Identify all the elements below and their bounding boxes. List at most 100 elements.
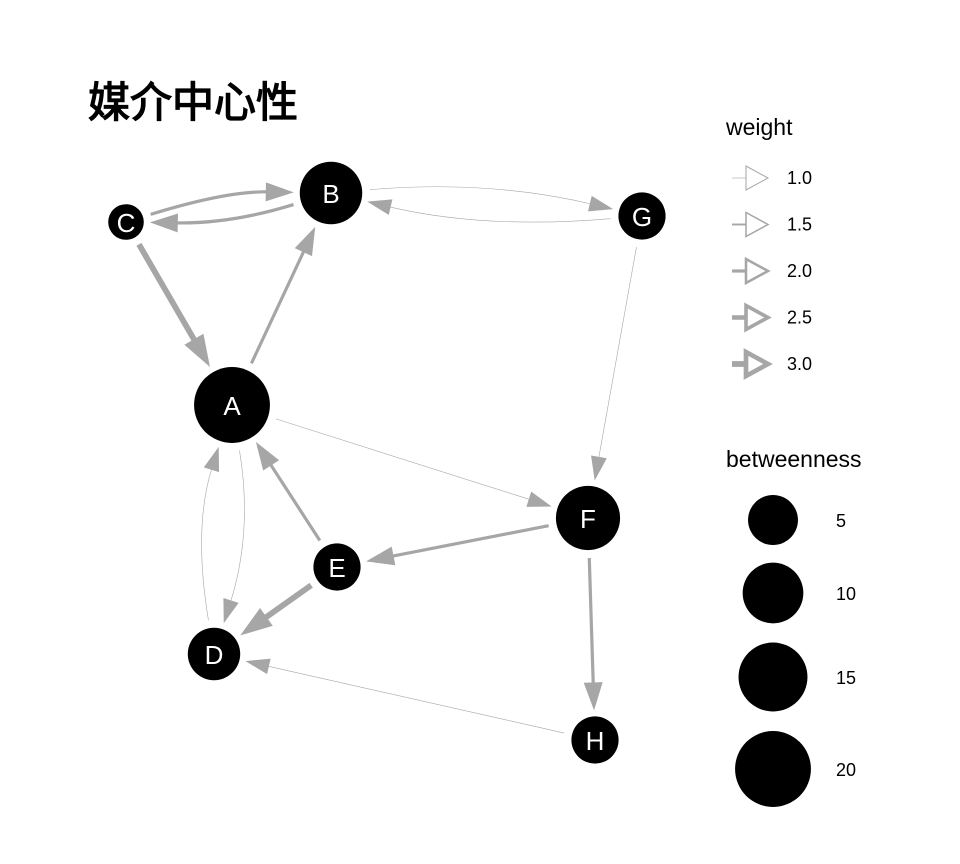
edge-g-b — [367, 199, 611, 223]
betweenness-legend-item: 15 — [738, 642, 856, 712]
edge-line — [587, 558, 595, 685]
edge-arrowhead — [526, 491, 552, 507]
node-label: C — [117, 208, 136, 238]
edge-line — [391, 524, 549, 558]
edge-arrowhead — [184, 333, 210, 367]
edge-b-g — [370, 186, 614, 212]
betweenness-legend-item: 20 — [735, 731, 856, 807]
edge-a-d — [223, 450, 245, 624]
node-circle — [555, 485, 621, 551]
weight-legend-item: 2.0 — [732, 256, 812, 286]
betweenness-legend-circle — [748, 495, 798, 545]
edge-arrowhead — [367, 199, 393, 215]
edge-arrowhead — [149, 213, 178, 233]
edge-d-a — [201, 446, 220, 621]
betweenness-legend-item: 10 — [742, 562, 856, 624]
node-label: A — [223, 391, 241, 421]
weight-legend-item: 2.5 — [732, 302, 812, 333]
node-b[interactable]: B — [299, 161, 363, 225]
node-circle — [187, 627, 241, 681]
edge-arrowhead — [583, 682, 603, 711]
node-circle — [194, 367, 270, 443]
weight-legend-item: 1.5 — [732, 211, 812, 238]
node-e[interactable]: E — [313, 543, 361, 591]
weight-legend-label: 1.5 — [787, 215, 812, 235]
edge-arrowhead — [294, 226, 316, 257]
edge-f-e — [366, 524, 549, 566]
node-c[interactable]: C — [108, 204, 144, 240]
edge-line — [266, 665, 565, 734]
edge-line — [388, 206, 611, 223]
weight-legend-arrow-icon — [745, 211, 770, 238]
edge-e-a — [255, 441, 322, 542]
weight-legend: weight 1.01.52.02.53.0 — [725, 114, 812, 380]
edge-arrowhead — [203, 446, 220, 473]
weight-legend-arrow-icon — [744, 256, 771, 286]
betweenness-legend-item: 5 — [748, 495, 846, 545]
node-circle — [571, 716, 619, 764]
edge-line — [263, 582, 313, 621]
weight-legend-arrow-icon — [745, 165, 770, 191]
edge-h-d — [245, 658, 565, 734]
edge-e-d — [240, 582, 313, 636]
edge-line — [150, 190, 268, 216]
node-label: G — [632, 202, 652, 232]
edge-arrowhead — [223, 598, 239, 624]
node-label: D — [205, 640, 224, 670]
weight-legend-item: 1.0 — [732, 165, 812, 191]
node-label: B — [322, 179, 339, 209]
edge-f-h — [583, 558, 603, 711]
node-a[interactable]: A — [194, 367, 270, 443]
node-label: F — [580, 504, 596, 534]
edge-arrowhead — [591, 455, 607, 481]
betweenness-legend-label: 5 — [836, 511, 846, 531]
edge-line — [598, 247, 637, 459]
edge-arrowhead — [265, 182, 294, 202]
edge-line — [136, 242, 198, 343]
edge-arrowhead — [366, 546, 396, 566]
betweenness-legend-label: 10 — [836, 584, 856, 604]
betweenness-legend-circle — [738, 642, 808, 712]
edge-arrowhead — [245, 658, 271, 675]
edge-line — [275, 418, 531, 501]
betweenness-legend: betweenness 5 10 15 20 — [726, 446, 862, 807]
node-circle — [313, 543, 361, 591]
edge-arrowhead — [255, 441, 280, 471]
edge-arrowhead — [587, 195, 614, 212]
weight-legend-label: 2.5 — [787, 308, 812, 328]
edge-line — [230, 450, 245, 603]
betweenness-legend-circle — [735, 731, 811, 807]
betweenness-legend-circle — [742, 562, 804, 624]
weight-legend-arrow-icon — [743, 348, 773, 380]
edge-g-f — [591, 247, 637, 481]
edge-line — [249, 249, 306, 365]
edge-b-c — [149, 203, 294, 233]
betweenness-legend-title: betweenness — [726, 446, 862, 472]
edge-c-a — [136, 242, 210, 367]
edge-line — [268, 462, 322, 542]
edge-line — [370, 186, 592, 205]
edge-c-b — [150, 182, 294, 216]
weight-legend-label: 1.0 — [787, 168, 812, 188]
edge-a-b — [249, 226, 316, 365]
weight-legend-arrow-icon — [744, 302, 772, 333]
weight-legend-item: 3.0 — [732, 348, 812, 380]
edge-arrowhead — [240, 607, 273, 636]
node-label: E — [328, 553, 345, 583]
node-circle — [618, 192, 666, 240]
edge-line — [175, 203, 294, 225]
edge-line — [201, 467, 213, 621]
node-g[interactable]: G — [618, 192, 666, 240]
node-label: H — [586, 726, 605, 756]
edge-a-f — [275, 418, 552, 507]
diagram-title: 媒介中心性 — [88, 78, 298, 127]
node-d[interactable]: D — [187, 627, 241, 681]
edges-layer — [136, 182, 637, 734]
betweenness-legend-label: 15 — [836, 668, 856, 688]
node-circle — [299, 161, 363, 225]
betweenness-legend-label: 20 — [836, 760, 856, 780]
node-h[interactable]: H — [571, 716, 619, 764]
nodes-layer: A B C D E F G H — [108, 161, 666, 764]
node-f[interactable]: F — [555, 485, 621, 551]
